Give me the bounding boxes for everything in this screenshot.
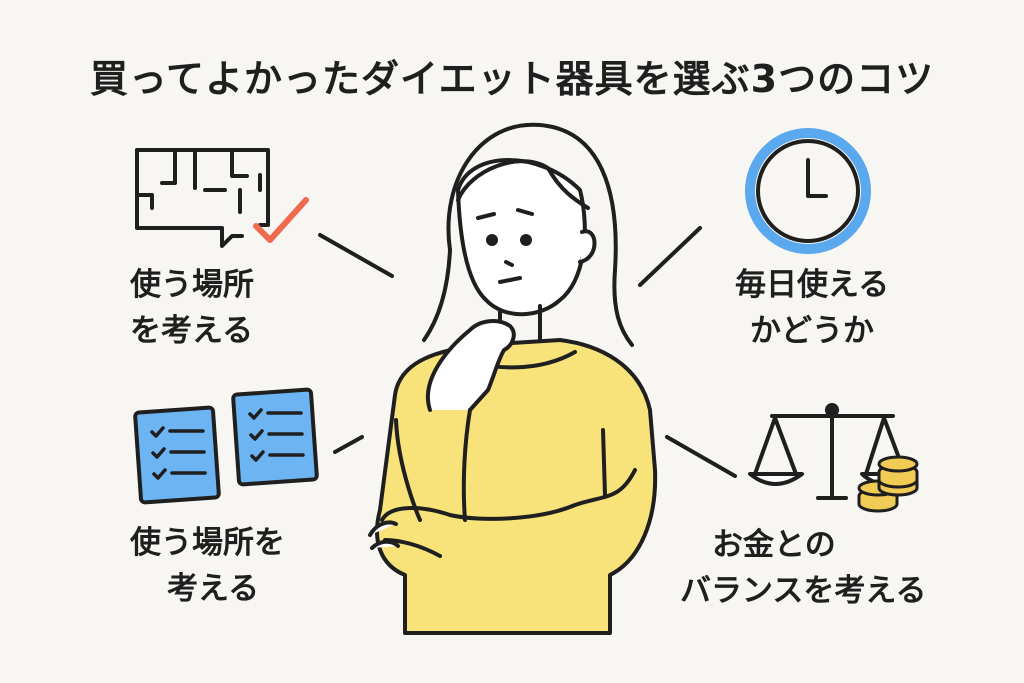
clock-icon (745, 128, 871, 254)
tip-top-left-line1: 使う場所 (130, 267, 254, 303)
tip-bottom-right-line2: バランスを考える (680, 573, 927, 609)
tip-top-left-label: 使う場所 を考える (130, 262, 254, 354)
tip-bottom-right-label: お金との バランスを考える (680, 522, 926, 614)
checklist-icon (133, 387, 319, 505)
floor-plan-check-icon (135, 148, 309, 248)
connector-lines (318, 226, 737, 478)
tip-bottom-left-line2: 考える (167, 571, 260, 607)
tip-bottom-left-label: 使う場所を 考える (130, 520, 285, 612)
tip-bottom-right-line1: お金との (712, 527, 836, 563)
tip-top-right-line1: 毎日使える (735, 267, 890, 303)
tip-top-right-line2: かどうか (750, 313, 875, 349)
thinking-woman (368, 122, 658, 635)
tip-top-right-label: 毎日使える かどうか (735, 262, 889, 354)
page-title: 買ってよかったダイエット器具を選ぶ3つのコツ (89, 57, 935, 101)
tip-bottom-left-line1: 使う場所を (130, 525, 285, 561)
tip-top-left-line2: を考える (130, 313, 254, 349)
scale-coins-icon (748, 403, 919, 513)
